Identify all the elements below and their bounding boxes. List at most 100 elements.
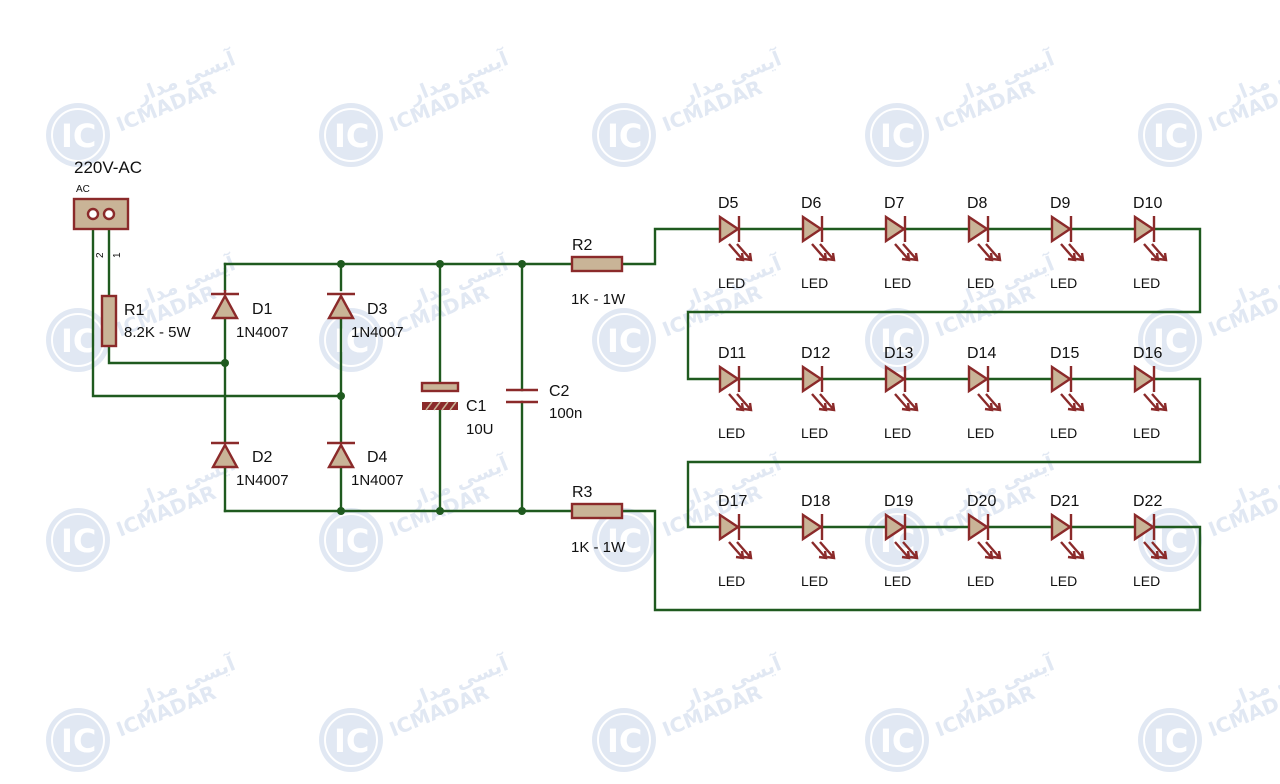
led-value: LED (1050, 573, 1077, 589)
watermark-logo-icon (865, 508, 929, 572)
d3-triangle (326, 293, 356, 320)
wire-r2-out (620, 227, 1202, 529)
svg-text:IC: IC (1153, 722, 1188, 760)
led-arrow (819, 393, 836, 412)
led-value: LED (1133, 425, 1160, 441)
diode-d3: D3 1N4007 (326, 292, 404, 341)
pin1-label: 1 (112, 252, 123, 258)
led-arrow (902, 393, 919, 412)
watermark-logo-icon (319, 508, 383, 572)
watermark-logo-icon (865, 103, 929, 167)
led-arrow (1151, 243, 1168, 262)
led-ref: D16 (1133, 345, 1162, 362)
svg-text:IC: IC (880, 117, 915, 155)
watermark-logo-icon (592, 103, 656, 167)
led-arrow (819, 243, 836, 262)
d2-ref: D2 (252, 449, 273, 466)
c2-ref: C2 (549, 383, 570, 400)
led-value: LED (1133, 573, 1160, 589)
led-triangle (1133, 214, 1156, 244)
watermark-logo-icon (1138, 103, 1202, 167)
led-arrow (1068, 541, 1085, 560)
led-arrow (736, 393, 753, 412)
led-ref: D18 (801, 493, 830, 510)
svg-text:IC: IC (607, 722, 642, 760)
led-triangle (967, 214, 990, 244)
svg-text:IC: IC (61, 322, 96, 360)
watermark-logo-icon (865, 308, 929, 372)
led-triangle (718, 512, 741, 542)
led-ref: D19 (884, 493, 913, 510)
r2-value: 1K - 1W (571, 291, 626, 308)
r1-ref: R1 (124, 302, 145, 319)
svg-text:IC: IC (61, 117, 96, 155)
connector-title: 220V-AC (74, 158, 142, 177)
led-ref: D8 (967, 195, 988, 212)
d3-value: 1N4007 (351, 324, 404, 341)
led-arrow (894, 541, 911, 560)
junction (436, 507, 444, 515)
c2-value: 100n (549, 405, 582, 422)
junction (436, 260, 444, 268)
led-triangle (1133, 512, 1156, 542)
led-value: LED (967, 425, 994, 441)
svg-text:IC: IC (334, 117, 369, 155)
led-value: LED (967, 275, 994, 291)
led-arrow (728, 243, 745, 262)
led-value: LED (884, 573, 911, 589)
connector-pin-2 (86, 207, 100, 221)
junction (518, 260, 526, 268)
led-triangle (967, 512, 990, 542)
svg-text:IC: IC (607, 322, 642, 360)
svg-text:IC: IC (61, 722, 96, 760)
led-arrow (977, 393, 994, 412)
led-value: LED (884, 425, 911, 441)
led-ref: D10 (1133, 195, 1162, 212)
led-triangle (801, 214, 824, 244)
led-arrow (811, 393, 828, 412)
d4-value: 1N4007 (351, 472, 404, 489)
led-ref: D21 (1050, 493, 1079, 510)
led-arrow (1143, 393, 1160, 412)
svg-text:IC: IC (880, 722, 915, 760)
ac-connector: 220V-AC AC 2 1 (72, 158, 142, 258)
svg-text:IC: IC (334, 722, 369, 760)
c1-ref: C1 (466, 398, 487, 415)
led-triangle (1050, 214, 1073, 244)
led-array: D5LEDD6LEDD7LEDD8LEDD9LEDD10LEDD11LEDD12… (718, 195, 1168, 589)
led-triangle (718, 214, 741, 244)
led-arrow (1151, 393, 1168, 412)
led-arrow (1060, 393, 1077, 412)
d4-ref: D4 (367, 449, 388, 466)
svg-text:IC: IC (1153, 117, 1188, 155)
led-arrow (985, 393, 1002, 412)
led-value: LED (1133, 275, 1160, 291)
junction (221, 359, 229, 367)
led-ref: D15 (1050, 345, 1079, 362)
led-triangle (1133, 364, 1156, 394)
led-ref: D11 (718, 345, 746, 362)
resistor-r3: R3 1K - 1W (570, 484, 626, 556)
led-value: LED (801, 275, 828, 291)
led-value: LED (718, 275, 745, 291)
led-arrow (894, 243, 911, 262)
led-triangle (967, 364, 990, 394)
led-arrow (811, 243, 828, 262)
led-value: LED (1050, 425, 1077, 441)
watermark-logo-icon (319, 308, 383, 372)
diode-d2: D2 1N4007 (210, 441, 289, 489)
led-arrow (985, 541, 1002, 560)
